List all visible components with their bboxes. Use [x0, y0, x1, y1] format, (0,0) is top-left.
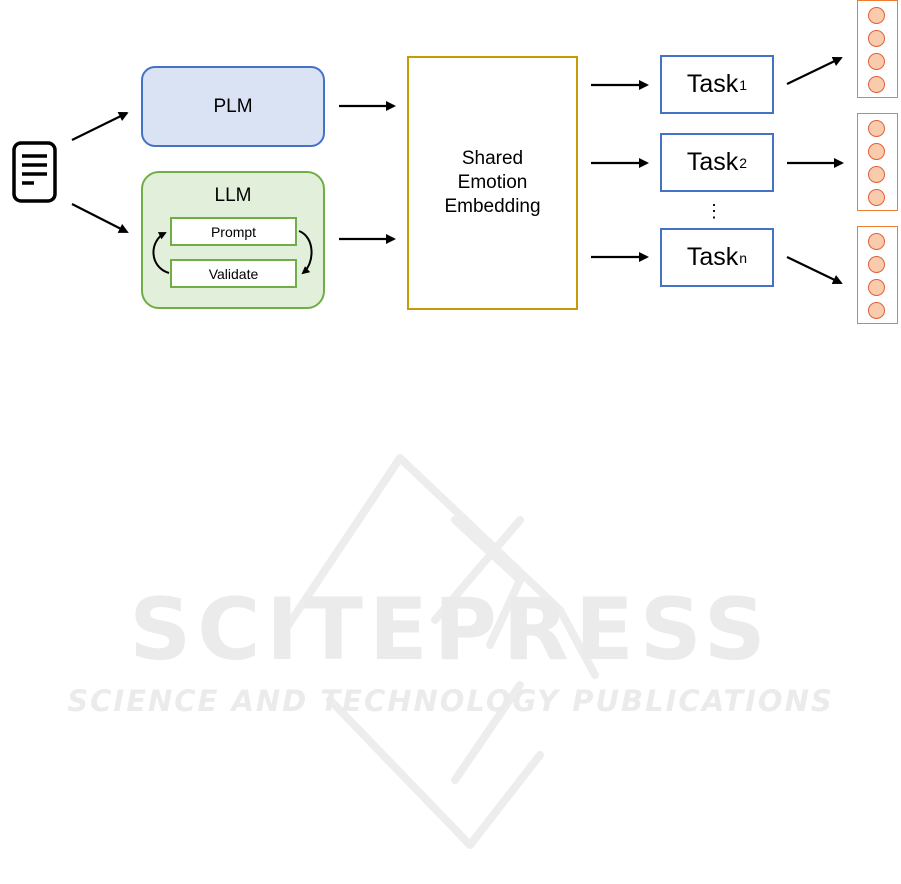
vertical-ellipsis: ⋮: [704, 196, 724, 226]
shared-label-line1: Shared: [444, 147, 540, 171]
arrow-doc-to-llm: [72, 204, 127, 232]
task-label: Task: [687, 70, 738, 99]
task-label: Task: [687, 243, 738, 272]
shared-label-line3: Embedding: [444, 195, 540, 219]
prompt-validate-loop-arrows: [143, 173, 327, 311]
watermark-title: SCITEPRESS: [0, 585, 901, 675]
neuron-icon: [868, 256, 885, 273]
plm-label: PLM: [213, 96, 252, 118]
neuron-icon: [868, 189, 885, 206]
neuron-icon: [868, 53, 885, 70]
llm-box: LLM Prompt Validate: [141, 171, 325, 309]
neuron-icon: [868, 120, 885, 137]
arrow-doc-to-plm: [72, 113, 127, 140]
shared-label-line2: Emotion: [444, 171, 540, 195]
neuron-icon: [868, 166, 885, 183]
neuron-icon: [868, 143, 885, 160]
neuron-icon: [868, 302, 885, 319]
task-subscript: n: [739, 250, 747, 266]
neuron-icon: [868, 30, 885, 47]
watermark-subtitle: SCIENCE AND TECHNOLOGY PUBLICATIONS: [0, 684, 901, 718]
neuron-icon: [868, 76, 885, 93]
neuron-icon: [868, 7, 885, 24]
shared-emotion-embedding-box: Shared Emotion Embedding: [407, 56, 578, 310]
output-layer-n: [857, 226, 898, 324]
document-icon: [12, 141, 57, 203]
arrow-taskn-to-output: [787, 257, 841, 283]
arrow-task1-to-output: [787, 58, 841, 84]
task-subscript: 1: [739, 77, 747, 93]
neuron-icon: [868, 233, 885, 250]
plm-box: PLM: [141, 66, 325, 147]
output-layer-2: [857, 113, 898, 211]
task-label: Task: [687, 148, 738, 177]
neuron-icon: [868, 279, 885, 296]
output-layer-1: [857, 0, 898, 98]
task-subscript: 2: [739, 155, 747, 171]
